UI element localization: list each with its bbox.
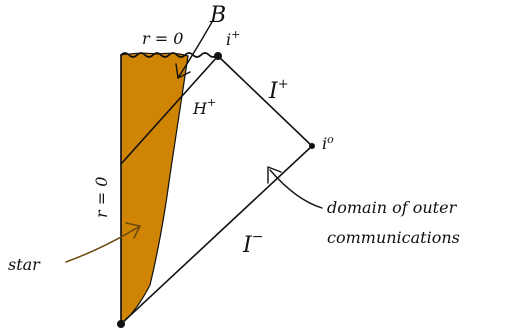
- label-domain-line1: domain of outer: [327, 198, 458, 217]
- domain-arrow: [270, 170, 322, 208]
- i-plus-point: [214, 52, 222, 60]
- label-scri-plus: I+: [268, 77, 289, 104]
- label-star: star: [8, 255, 41, 274]
- label-horizon: H+: [192, 96, 216, 118]
- i-zero-point: [309, 143, 315, 149]
- label-r-zero-left: r = 0: [92, 177, 111, 218]
- label-i-zero: io: [322, 133, 334, 153]
- label-b: B: [209, 3, 226, 28]
- label-r-zero-top: r = 0: [142, 29, 183, 48]
- star-region: [121, 53, 188, 324]
- scri-plus-line: [218, 56, 312, 146]
- i-minus-point: [117, 320, 125, 328]
- label-scri-minus: I−: [242, 229, 263, 258]
- label-domain-line2: communications: [327, 228, 460, 247]
- label-i-plus: i+: [226, 28, 240, 49]
